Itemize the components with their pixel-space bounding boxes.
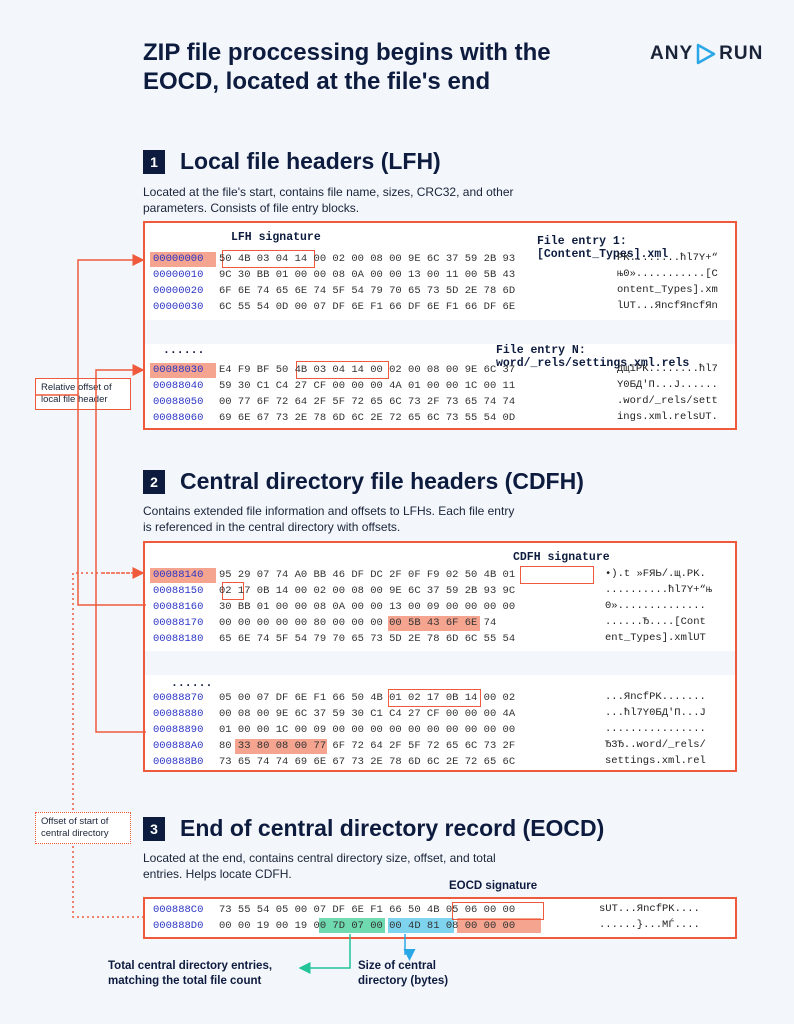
ascii-text: дщїPK........ћl7: [617, 363, 718, 375]
ascii-text: ings.xml.relsUT.: [617, 411, 718, 423]
cd-offset-callout: Offset of start of central directory: [35, 812, 131, 844]
relative-offset-callout: Relative offset of local file header: [35, 378, 131, 410]
ascii-text: sUT...ЯncfPK....: [599, 903, 700, 915]
ascii-text: PK........ћl7Y+“: [617, 252, 718, 264]
play-triangle-icon: [696, 43, 716, 65]
ascii-text: Y0БД'П...J......: [617, 379, 718, 391]
section-number-2: 2: [143, 470, 165, 494]
cd-size-note: Size of central directory (bytes): [358, 960, 449, 987]
ellipsis: ......: [171, 677, 213, 690]
ascii-text: 0»..............: [605, 600, 706, 612]
relative-offset-bytes: [388, 616, 480, 631]
lfh-hex-panel: LFH signature File entry 1: [Content_Typ…: [143, 221, 737, 430]
total-entries-bytes: [319, 918, 385, 933]
ascii-text: њ0»...........[C: [617, 268, 718, 280]
lfh-signature-label: LFH signature: [231, 231, 321, 244]
section-number-1: 1: [143, 150, 165, 174]
ascii-text: •).t »FЯЬ/.щ.PK.: [605, 568, 706, 580]
ascii-text: settings.xml.rel: [605, 755, 706, 767]
ascii-text: .word/_rels/sett: [617, 395, 718, 407]
file-entry-n-label: File entry N: word/_rels/settings.xml.re…: [496, 344, 690, 370]
cdfh-signature-box-n: [388, 689, 481, 707]
hex-gap: [145, 651, 735, 675]
ascii-text: ent_Types].xmlUT: [605, 632, 706, 644]
total-entries-note: Total central directory entries, matchin…: [108, 960, 273, 987]
cdfh-signature-label: CDFH signature: [513, 551, 610, 564]
ellipsis: ......: [163, 344, 205, 357]
cd-size-bytes: [388, 918, 454, 933]
section-heading-eocd: End of central directory record (EOCD): [180, 815, 605, 841]
section-description-eocd: Located at the end, contains central dir…: [143, 851, 496, 881]
ascii-text: ...ЯncfPK.......: [605, 691, 706, 703]
ascii-text: lUT...ЯncfЯncfЯn: [617, 300, 718, 312]
eocd-signature-label: EOCD signature: [449, 880, 538, 892]
section-number-3: 3: [143, 817, 165, 841]
ascii-text: ......}...MЃ....: [599, 919, 700, 931]
ascii-text: ......Ђ....[Cont: [605, 616, 706, 628]
section-heading-lfh: Local file headers (LFH): [180, 148, 441, 174]
cdfh-signature-box-tail: [222, 582, 244, 600]
ascii-text: ..........ћl7Y+“њ: [605, 584, 713, 596]
hex-gap: [145, 320, 735, 344]
ascii-text: ...ћl7Y0БД'П...J: [605, 707, 706, 719]
lfh-signature-box-n: [296, 361, 389, 379]
section-description-lfh: Located at the file's start, contains fi…: [143, 185, 514, 215]
section-heading-cdfh: Central directory file headers (CDFH): [180, 468, 584, 494]
lfh-signature-box: [222, 250, 315, 268]
logo-right: RUN: [719, 43, 764, 64]
ascii-text: ontent_Types].xm: [617, 284, 718, 296]
eocd-signature-box: [452, 902, 544, 920]
logo-left: ANY: [650, 43, 694, 64]
addr-highlight: [150, 568, 216, 583]
addr-highlight: [150, 363, 216, 378]
ascii-text: ................: [605, 723, 706, 735]
anyrun-logo: ANY RUN: [650, 43, 763, 65]
section-description-cdfh: Contains extended file information and o…: [143, 504, 515, 534]
addr-highlight: [150, 252, 216, 267]
ascii-text: Ђ3Ђ..word/_rels/: [605, 739, 706, 751]
file-entry-1-label: File entry 1: [Content_Types].xml: [537, 235, 669, 261]
cd-offset-bytes: [457, 918, 541, 933]
cdfh-signature-box: [520, 566, 594, 584]
relative-offset-bytes-n: [235, 739, 327, 754]
page-title: ZIP file proccessing begins with the EOC…: [143, 39, 551, 95]
